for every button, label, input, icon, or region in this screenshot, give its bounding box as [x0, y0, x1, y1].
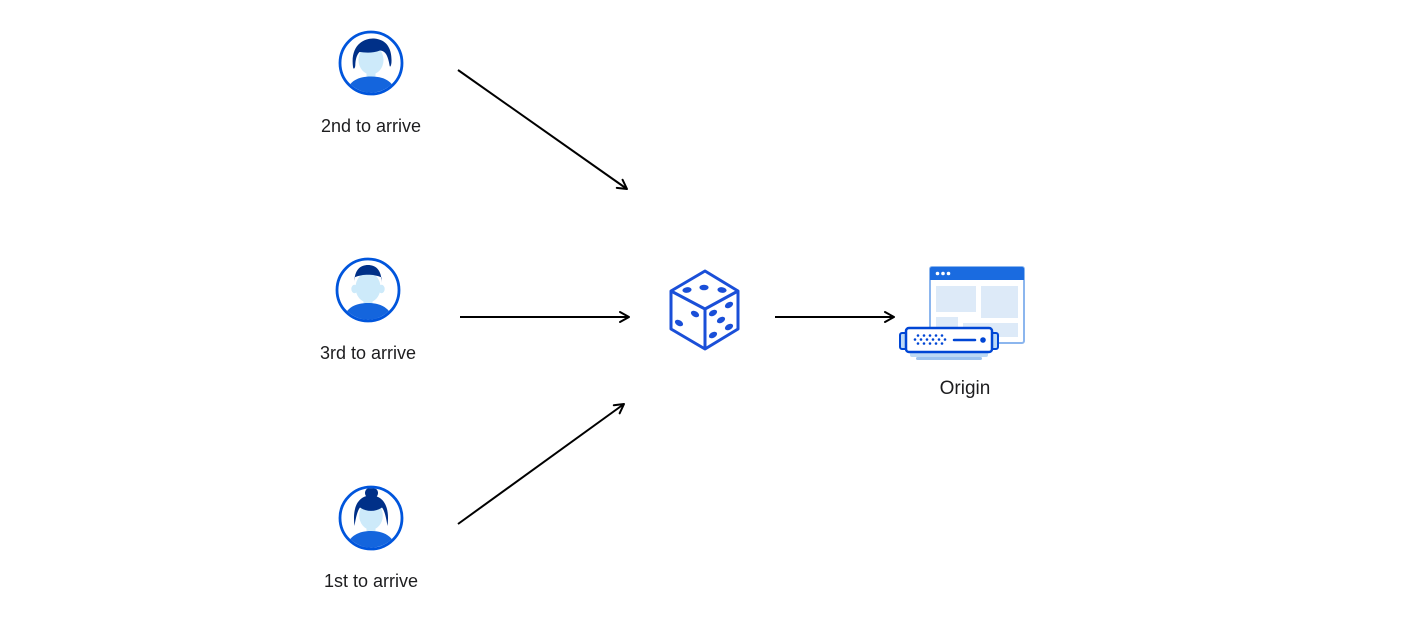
- arrow-user-top-to-dice: [457, 69, 628, 190]
- node-user-1st: 1st to arrive: [301, 484, 441, 592]
- user-avatar-male-short-hair-icon: [335, 257, 401, 323]
- user-label-2nd: 2nd to arrive: [320, 116, 422, 136]
- arrow-user-bottom-to-dice: [457, 403, 625, 525]
- server-appliance-icon: [899, 326, 999, 360]
- user-avatar-male-swept-hair-icon: [338, 30, 404, 96]
- dice-icon: [669, 269, 740, 351]
- origin-label: Origin: [939, 378, 991, 399]
- user-label-3rd: 3rd to arrive: [319, 343, 417, 363]
- node-user-2nd: 2nd to arrive: [301, 29, 441, 137]
- user-avatar-female-bun-icon: [338, 485, 404, 551]
- user-label-1st: 1st to arrive: [323, 571, 419, 591]
- node-user-3rd: 3rd to arrive: [298, 256, 438, 364]
